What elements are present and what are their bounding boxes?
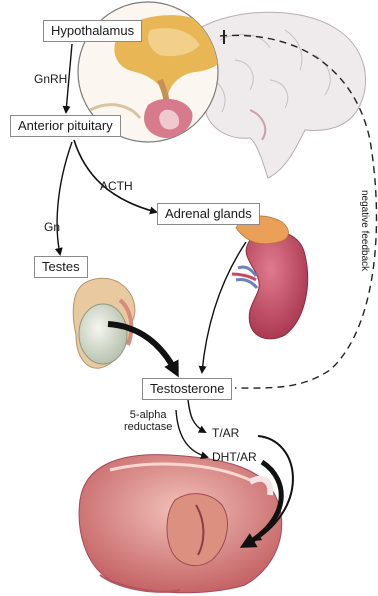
- testis-illustration: [73, 278, 135, 368]
- negative-feedback-label: negative feedback: [359, 190, 370, 271]
- anterior-pituitary-box: Anterior pituitary: [10, 115, 121, 137]
- prostate-illustration: [79, 455, 282, 593]
- testes-box: Testes: [34, 256, 88, 278]
- adrenal-glands-label: Adrenal glands: [165, 206, 252, 221]
- five-alpha-line: 5-alpha: [124, 409, 172, 421]
- gnrh-label: GnRH: [34, 72, 67, 86]
- acth-label: ACTH: [100, 179, 133, 193]
- adrenal-to-testosterone-arrow: [202, 242, 246, 372]
- testes-label: Testes: [42, 259, 80, 274]
- testosterone-to-tar-arrow: [188, 400, 205, 432]
- dht-ar-label: DHT/AR: [212, 450, 257, 464]
- t-ar-label: T/AR: [212, 426, 239, 440]
- hypothalamus-label: Hypothalamus: [51, 23, 134, 38]
- brain-illustration: [195, 12, 366, 178]
- gn-label: Gn: [44, 220, 60, 234]
- testosterone-label: Testosterone: [150, 381, 224, 396]
- testosterone-box: Testosterone: [142, 378, 232, 400]
- anterior-pituitary-label: Anterior pituitary: [18, 118, 113, 133]
- adrenal-glands-box: Adrenal glands: [157, 203, 260, 225]
- pituitary-to-adrenal-arrow: [74, 140, 156, 212]
- five-alpha-reductase-label: 5-alpha reductase: [124, 409, 172, 433]
- hypothalamus-box: Hypothalamus: [43, 20, 142, 42]
- reductase-line: reductase: [124, 421, 172, 433]
- pituitary-to-testes-arrow: [57, 142, 72, 254]
- kidney-illustration: [232, 216, 308, 339]
